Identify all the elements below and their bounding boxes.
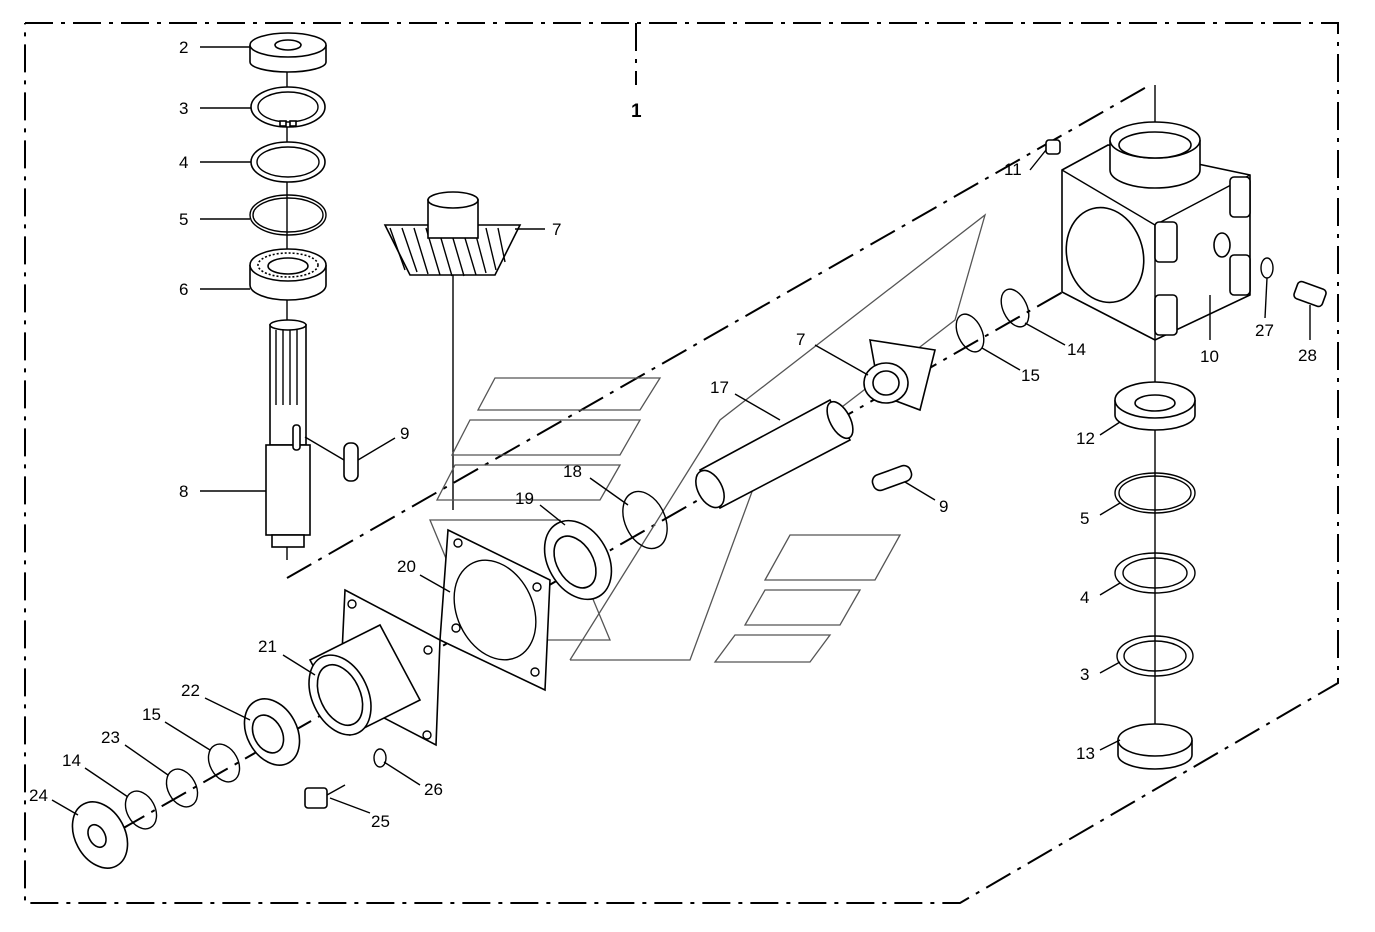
callout-20: 20 <box>397 557 416 576</box>
assembly-number: 1 <box>631 101 642 122</box>
part-o-ring <box>622 490 668 550</box>
part-ring-lower-23 <box>165 768 199 808</box>
callout-23: 23 <box>101 728 120 747</box>
callout-6: 6 <box>179 280 188 299</box>
part-seal-ring-27 <box>1260 257 1274 279</box>
callout-9-left: 9 <box>400 424 409 443</box>
callout-14-lower: 14 <box>62 751 81 770</box>
part-bearing-lower <box>243 698 301 766</box>
part-key-right <box>871 464 913 492</box>
callout-19: 19 <box>515 489 534 508</box>
part-ring-upper-15 <box>955 313 985 353</box>
callout-3-left: 3 <box>179 99 188 118</box>
callout-22: 22 <box>181 681 200 700</box>
callout-7-lower: 7 <box>796 330 805 349</box>
callout-18: 18 <box>563 462 582 481</box>
part-ring-top <box>249 194 327 236</box>
callout-26: 26 <box>424 780 443 799</box>
part-bolt <box>304 784 346 809</box>
part-key-left <box>343 442 359 482</box>
callout-5-left: 5 <box>179 210 188 229</box>
callout-21: 21 <box>258 637 277 656</box>
callout-25: 25 <box>371 812 390 831</box>
part-washer-top <box>249 32 327 73</box>
part-circlip-right-3-inner <box>1123 640 1187 672</box>
part-shim-ring-top <box>250 141 326 183</box>
callout-24: 24 <box>29 786 48 805</box>
background-watermark <box>429 213 987 663</box>
callout-27: 27 <box>1255 321 1274 340</box>
part-ring-lower-15 <box>207 743 241 783</box>
part-vertical-shaft <box>265 319 311 548</box>
part-ring-lower-14 <box>124 790 158 830</box>
callout-7-top: 7 <box>552 220 561 239</box>
part-input-shaft <box>695 398 854 510</box>
callout-15-lower: 15 <box>142 705 161 724</box>
callout-2: 2 <box>179 38 188 57</box>
part-flange-housing <box>308 588 441 747</box>
callout-28: 28 <box>1298 346 1317 365</box>
callout-12: 12 <box>1076 429 1095 448</box>
part-spring-washer <box>373 748 387 768</box>
part-bevel-gear-top <box>383 191 522 277</box>
callout-8: 8 <box>179 482 188 501</box>
callout-10: 10 <box>1200 347 1219 366</box>
leader-lines <box>51 46 1311 816</box>
part-bevel-gear-lower <box>863 339 936 412</box>
part-bearing-top <box>249 248 327 301</box>
part-ring-right-5 <box>1114 472 1196 514</box>
part-breather-28 <box>1293 280 1327 308</box>
callout-17: 17 <box>710 378 729 397</box>
part-bearing-right <box>1114 381 1196 431</box>
callout-4-left: 4 <box>179 153 188 172</box>
part-washer-lower <box>71 801 129 869</box>
callout-labels: 1 2 3 4 5 6 7 8 9 11 10 27 28 14 15 7 17… <box>29 38 1317 831</box>
part-circlip-top <box>250 86 326 128</box>
callout-9-right: 9 <box>939 497 948 516</box>
part-gearbox-housing <box>1061 121 1251 341</box>
part-gasket <box>439 528 551 692</box>
callout-11: 11 <box>1004 160 1022 179</box>
part-ring-right-5-inner <box>1118 475 1192 511</box>
callout-15-upper: 15 <box>1021 366 1040 385</box>
part-bearing-flange <box>543 519 613 601</box>
callout-3-right: 3 <box>1080 665 1089 684</box>
part-cap-right <box>1117 723 1193 770</box>
part-shim-right-4 <box>1114 552 1196 594</box>
assembly-boundary <box>24 22 1339 904</box>
part-ring-upper-14 <box>1000 288 1030 328</box>
callout-5-right: 5 <box>1080 509 1089 528</box>
part-shim-right-4-inner <box>1122 557 1188 589</box>
part-circlip-right-3 <box>1116 635 1194 677</box>
callout-14-upper: 14 <box>1067 340 1086 359</box>
callout-13: 13 <box>1076 744 1095 763</box>
part-plug-top <box>1045 139 1061 155</box>
callout-4-right: 4 <box>1080 588 1089 607</box>
